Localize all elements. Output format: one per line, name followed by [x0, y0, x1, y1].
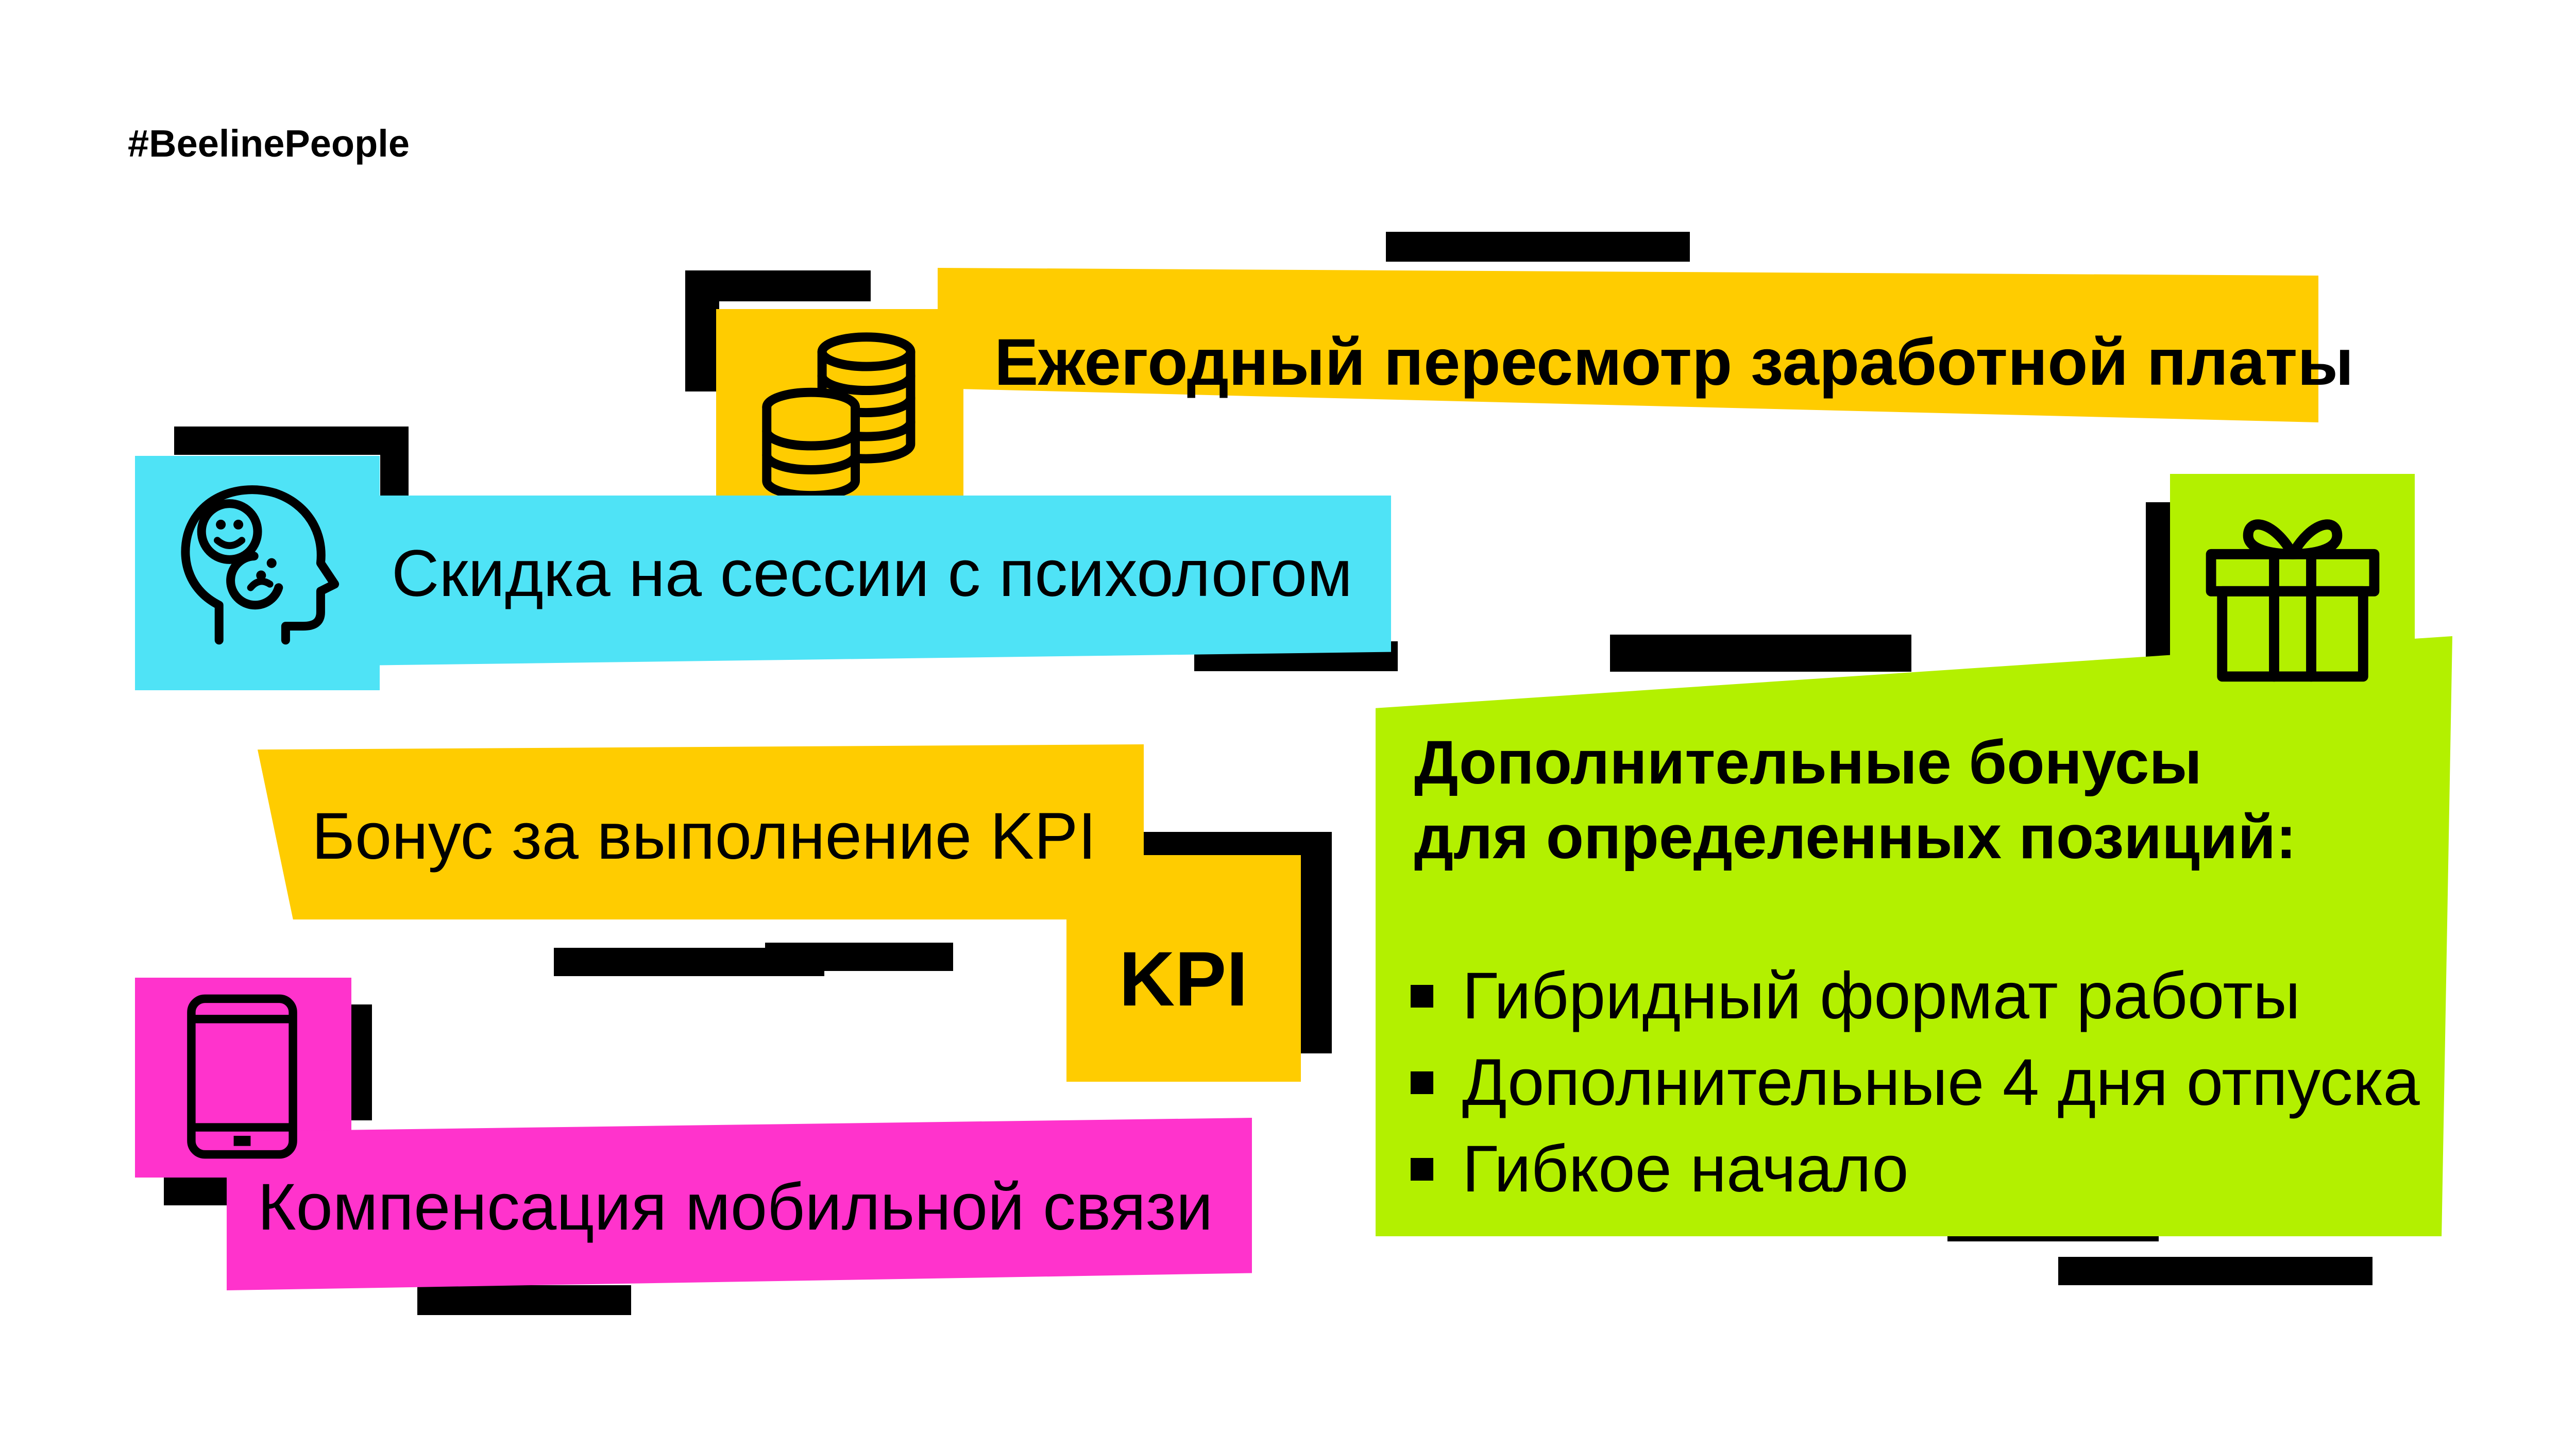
- psychologist-label: Скидка на сессии с психологом: [392, 537, 1353, 610]
- decor-bar: [174, 427, 409, 455]
- bullet-icon: [1411, 1071, 1433, 1094]
- list-item: Гибридный формат работы: [1411, 953, 2420, 1039]
- smartphone-icon: [183, 992, 301, 1162]
- decor-bar: [417, 1285, 631, 1315]
- bullet-icon: [1411, 1158, 1433, 1181]
- kpi-badge: KPI: [1119, 935, 1248, 1022]
- bonuses-list: Гибридный формат работы Дополнительные 4…: [1411, 953, 2420, 1213]
- kpi-badge-tile: [1066, 855, 1301, 1082]
- mobile-label: Компенсация мобильной связи: [258, 1170, 1213, 1244]
- kpi-label: Бонус за выполнение KPI: [312, 799, 1096, 873]
- bonus-item-label: Гибкое начало: [1462, 1132, 1909, 1206]
- kpi-banner: [258, 744, 1144, 919]
- salary-label: Ежегодный пересмотр заработной платы: [994, 326, 2354, 399]
- hashtag-label: #BeelinePeople: [128, 122, 410, 165]
- decor-bar: [1610, 635, 1911, 672]
- bonuses-title-line2: для определенных позиций:: [1414, 803, 2297, 872]
- decor-bar: [2146, 502, 2174, 670]
- mind-head-icon: [170, 479, 345, 654]
- bullet-icon: [1411, 985, 1433, 1008]
- decor-bar: [164, 1177, 239, 1205]
- decor-bar: [2058, 1257, 2372, 1285]
- list-item: Гибкое начало: [1411, 1126, 2420, 1213]
- decor-bar: [1386, 232, 1690, 262]
- bonus-item-label: Дополнительные 4 дня отпуска: [1462, 1046, 2420, 1119]
- bonuses-title-line1: Дополнительные бонусы: [1414, 728, 2202, 797]
- bonuses-panel: [1376, 636, 2452, 1236]
- decor-bar: [380, 427, 409, 509]
- list-item: Дополнительные 4 дня отпуска: [1411, 1039, 2420, 1126]
- decor-bar: [685, 270, 719, 391]
- psychologist-banner: [361, 496, 1391, 666]
- decor-bar: [1301, 832, 1332, 1053]
- bonus-item-label: Гибридный формат работы: [1462, 959, 2300, 1033]
- decor-bar: [554, 948, 824, 976]
- coins-icon: [750, 330, 935, 505]
- mobile-banner: [227, 1118, 1252, 1290]
- gift-icon: [2200, 502, 2385, 688]
